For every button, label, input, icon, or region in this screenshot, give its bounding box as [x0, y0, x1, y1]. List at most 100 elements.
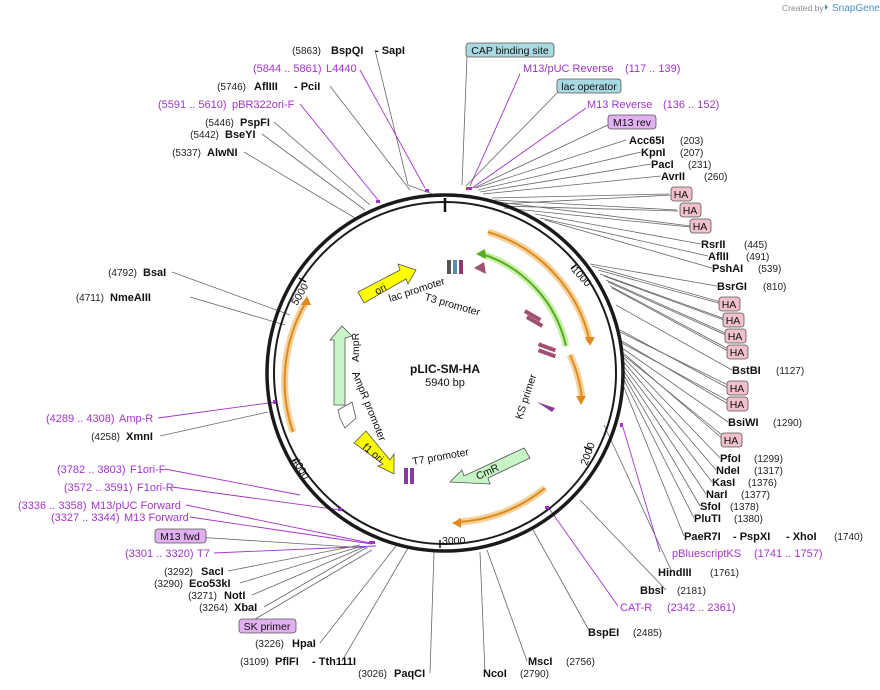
lac-operator-label: lac operator [561, 81, 617, 93]
lac-operator-box[interactable]: lac operator [556, 78, 622, 94]
primer-label[interactable]: F1ori-R [137, 482, 174, 494]
enzyme-label[interactable]: PacI [651, 159, 674, 171]
enzyme-label[interactable]: NdeI [716, 465, 740, 477]
enzyme-label[interactable]: PshAI [712, 263, 743, 275]
ha-label: HA [730, 347, 745, 359]
enzyme-label[interactable]: NmeAIII [110, 292, 151, 304]
enzyme-label-extra[interactable]: - PciI [294, 81, 320, 93]
enzyme-position: (4711) [76, 293, 104, 304]
enzyme-label[interactable]: BspEI [588, 627, 619, 639]
primer-label[interactable]: pBR322ori-F [232, 99, 295, 111]
enzyme-label[interactable]: XbaI [234, 602, 257, 614]
left-enzymes: (5863) BspQI - SapI (5746) AflIII - PciI… [76, 45, 425, 680]
enzyme-position: (5863) [292, 46, 321, 57]
cap-binding-site-label: CAP binding site [471, 45, 549, 57]
enzyme-label[interactable]: AflII [708, 251, 729, 263]
enzyme-position: (3109) [240, 657, 269, 668]
enzyme-label[interactable]: RsrII [701, 239, 725, 251]
enzyme-label[interactable]: AlwNI [207, 147, 238, 159]
enzyme-label[interactable]: SacI [201, 566, 224, 578]
enzyme-position: (5442) [190, 130, 219, 141]
primer-label[interactable]: M13 Reverse [587, 99, 652, 111]
primer-label[interactable]: CAT-R [620, 602, 652, 614]
ha-tag[interactable]: HA [726, 396, 749, 412]
snapgene-logo-text: SnapGene [832, 3, 880, 14]
enzyme-label[interactable]: HindIII [658, 567, 692, 579]
enzyme-label[interactable]: BbsI [640, 585, 664, 597]
enzyme-label[interactable]: NarI [706, 489, 727, 501]
enzyme-label[interactable]: BsaI [143, 267, 166, 279]
ha-tag[interactable]: HA [689, 218, 712, 234]
enzyme-position: (3226) [255, 639, 284, 650]
ha-tag[interactable]: HA [679, 202, 702, 218]
primer-label[interactable]: T7 [197, 548, 210, 560]
green-arc [481, 253, 567, 347]
enzyme-label-extra[interactable]: - Tth111I [312, 656, 356, 668]
enzyme-label[interactable]: SfoI [700, 501, 721, 513]
enzyme-position: (1740) [834, 532, 863, 543]
primer-label[interactable]: M13/pUC Reverse [523, 63, 613, 75]
enzyme-label[interactable]: NcoI [483, 668, 507, 680]
enzyme-position: (491) [746, 252, 769, 263]
m13-fwd-box[interactable]: M13 fwd [154, 528, 207, 544]
enzyme-label[interactable]: BspQI [331, 45, 363, 57]
enzyme-label[interactable]: PfoI [720, 453, 741, 465]
ha-tag[interactable]: HA [724, 328, 747, 344]
ha-label: HA [683, 205, 698, 217]
enzyme-label[interactable]: AflIII [254, 81, 278, 93]
enzyme-label[interactable]: MscI [528, 656, 552, 668]
enzyme-label[interactable]: AvrII [661, 171, 685, 183]
enzyme-label[interactable]: XmnI [126, 431, 153, 443]
enzyme-label[interactable]: KasI [712, 477, 735, 489]
sk-primer-box[interactable]: SK primer [238, 618, 297, 634]
enzyme-position: (1376) [748, 478, 777, 489]
ha-tag[interactable]: HA [670, 186, 693, 202]
site-markers [273, 187, 623, 544]
f1-ori-feature-arrow [353, 430, 395, 475]
primer-label[interactable]: F1ori-F [130, 464, 166, 476]
m13-rev-box[interactable]: M13 rev [607, 114, 657, 130]
enzyme-label-extra[interactable]: - PspXI [733, 531, 770, 543]
enzyme-position: (1761) [710, 568, 739, 579]
enzyme-position: (3271) [188, 591, 217, 602]
enzyme-label[interactable]: BsiWI [728, 417, 759, 429]
ampr-feature-arrow [329, 325, 353, 406]
enzyme-label[interactable]: NotI [224, 590, 245, 602]
enzyme-label[interactable]: Eco53kI [189, 578, 231, 590]
ha-label: HA [674, 189, 689, 201]
enzyme-label[interactable]: BstBI [732, 365, 761, 377]
primer-label[interactable]: pBluescriptKS [672, 548, 741, 560]
enzyme-label-extra[interactable]: - XhoI [786, 531, 817, 543]
enzyme-label[interactable]: PaqCI [394, 668, 425, 680]
ha-tag[interactable]: HA [720, 432, 743, 448]
enzyme-label[interactable]: PluTI [694, 513, 721, 525]
enzyme-label-extra[interactable]: - SapI [375, 45, 405, 57]
ha-tag[interactable]: HA [722, 312, 745, 328]
enzyme-label[interactable]: PflFI [275, 656, 299, 668]
ha-tag[interactable]: HA [726, 380, 749, 396]
primer-range: (117 .. 139) [625, 63, 680, 75]
primer-label[interactable]: M13/pUC Forward [91, 500, 181, 512]
ha-tag[interactable]: HA [718, 296, 741, 312]
primer-label[interactable]: M13 Forward [124, 512, 189, 524]
right-primers: M13/pUC Reverse (117 .. 139) M13 Reverse… [523, 63, 823, 614]
enzyme-label[interactable]: HpaI [292, 638, 316, 650]
enzyme-label[interactable]: Acc65I [629, 135, 664, 147]
enzyme-position: (2181) [677, 586, 706, 597]
enzyme-label[interactable]: BseYI [225, 129, 256, 141]
primer-range: (3572 .. 3591) [64, 482, 133, 494]
ha-label: HA [730, 399, 745, 411]
primer-label[interactable]: Amp-R [119, 413, 153, 425]
enzyme-label[interactable]: PaeR7I [684, 531, 721, 543]
ha-label: HA [728, 331, 743, 343]
ha-tag[interactable]: HA [726, 344, 749, 360]
enzyme-label[interactable]: PspFI [240, 117, 270, 129]
enzyme-label[interactable]: KpnI [641, 147, 665, 159]
plasmid-backbone [265, 193, 625, 553]
primer-range: (4289 .. 4308) [46, 413, 115, 425]
enzyme-label[interactable]: BsrGI [717, 281, 747, 293]
enzyme-position: (539) [758, 264, 781, 275]
cap-binding-site-box[interactable]: CAP binding site [465, 42, 555, 58]
primer-label[interactable]: L4440 [326, 63, 357, 75]
